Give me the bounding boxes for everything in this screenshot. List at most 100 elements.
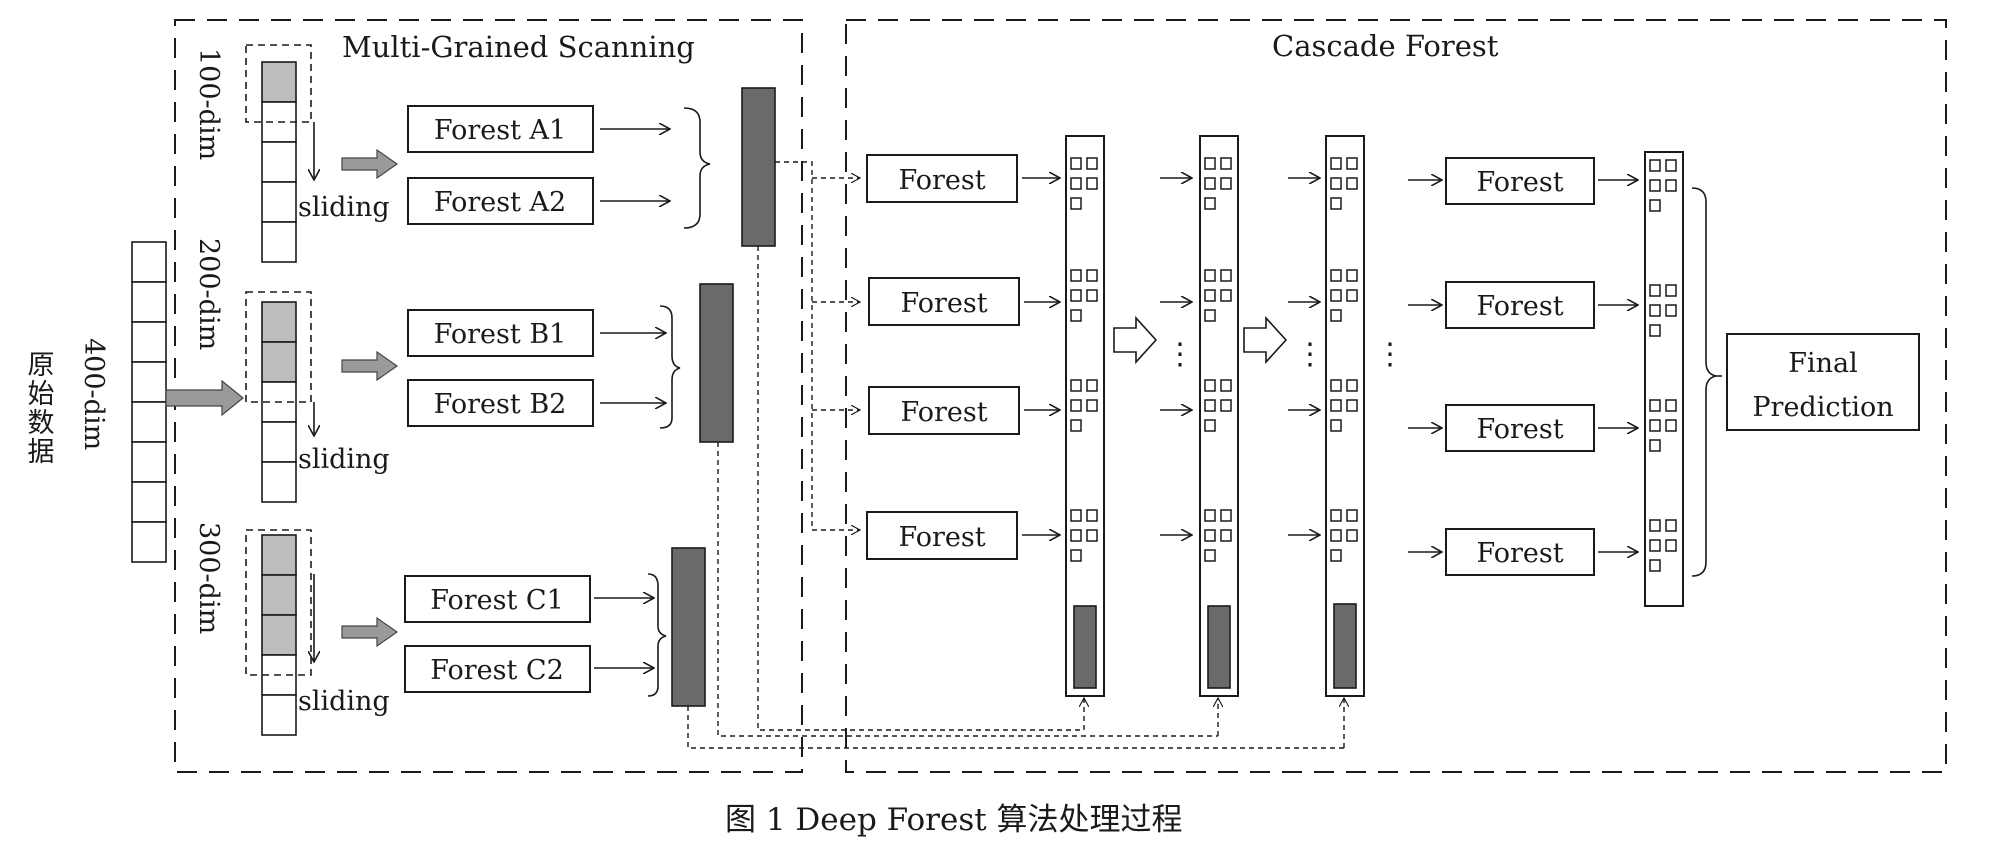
window3-sliding: sliding [298, 686, 390, 717]
class-square [1330, 157, 1342, 170]
window2-sliding: sliding [298, 444, 390, 475]
ellipsis-3: ⋮ [1375, 337, 1405, 372]
class-square [1086, 509, 1098, 522]
class-square [1649, 304, 1661, 317]
forest-c1 [404, 575, 591, 623]
forest-a2 [407, 177, 594, 225]
window2-feature-vector [699, 283, 734, 443]
feature-connectors [687, 161, 1344, 749]
class-square [1346, 289, 1358, 302]
final-prediction-box [1726, 333, 1920, 431]
class-square [1665, 159, 1677, 172]
cascade-title: Cascade Forest [1272, 29, 1499, 63]
window1-dim: 100-dim [193, 48, 224, 160]
class-square [1330, 177, 1342, 190]
window1-vector [261, 61, 297, 263]
input-cn-label: 原始数据 [23, 350, 55, 466]
class-square [1070, 157, 1082, 170]
class-square [1070, 269, 1082, 282]
class-square [1204, 177, 1216, 190]
window1-feature-vector [741, 87, 776, 247]
input-vector [131, 241, 167, 563]
class-square [1204, 419, 1216, 432]
class-square [1220, 289, 1232, 302]
window1-arrow-icon [341, 148, 399, 180]
class-square [1649, 399, 1661, 412]
class-square [1665, 519, 1677, 532]
class-square [1070, 309, 1082, 322]
forest-b1-label: Forest B1 [434, 319, 567, 350]
final-brace [1691, 187, 1717, 577]
window1-sliding: sliding [298, 192, 390, 223]
class-square [1665, 284, 1677, 297]
class-square [1086, 289, 1098, 302]
class-square [1330, 549, 1342, 562]
window2-arrow-icon [341, 350, 399, 382]
window2-scan [245, 291, 312, 403]
class-square [1330, 197, 1342, 210]
forest-c1-label: Forest C1 [430, 585, 564, 616]
class-square [1330, 419, 1342, 432]
class-square [1204, 269, 1216, 282]
class-square [1204, 157, 1216, 170]
class-square [1665, 419, 1677, 432]
class-square [1649, 559, 1661, 572]
class-square [1204, 529, 1216, 542]
multi-grained-title: Multi-Grained Scanning [342, 30, 695, 64]
window2-dim: 200-dim [193, 238, 224, 350]
class-square [1220, 399, 1232, 412]
cascade-forest-2 [868, 277, 1020, 326]
last-forest-1 [1445, 157, 1595, 205]
cascade-forest-3 [868, 386, 1020, 435]
class-square [1330, 289, 1342, 302]
class-square [1086, 379, 1098, 392]
forest-b2-label: Forest B2 [434, 389, 567, 420]
class-square [1330, 379, 1342, 392]
class-square [1330, 399, 1342, 412]
class-square [1346, 509, 1358, 522]
window3-feature-vector [671, 547, 706, 707]
class-square [1086, 157, 1098, 170]
class-square [1204, 197, 1216, 210]
class-square [1330, 309, 1342, 322]
cascade-forest-4-label: Forest [898, 522, 985, 553]
window3-dim: 300-dim [193, 522, 224, 634]
class-square [1204, 309, 1216, 322]
class-square [1070, 419, 1082, 432]
class-square [1070, 549, 1082, 562]
cascade-forest-1 [866, 154, 1018, 203]
class-square [1070, 509, 1082, 522]
class-square [1649, 324, 1661, 337]
cascade-forest-1-label: Forest [898, 165, 985, 196]
forest-a1 [407, 105, 594, 153]
class-square [1070, 529, 1082, 542]
class-square [1086, 269, 1098, 282]
forest-c2-label: Forest C2 [430, 655, 564, 686]
class-square [1220, 509, 1232, 522]
last-forest-4-label: Forest [1476, 538, 1563, 569]
cascade-forest-2-label: Forest [900, 288, 987, 319]
last-forest-3 [1445, 404, 1595, 452]
class-square [1665, 304, 1677, 317]
class-square [1204, 549, 1216, 562]
class-square [1346, 379, 1358, 392]
forest-a2-label: Forest A2 [434, 187, 566, 218]
forest-b1 [407, 309, 594, 357]
input-arrow-icon [165, 379, 244, 417]
class-square [1649, 284, 1661, 297]
class-square [1220, 157, 1232, 170]
class-square [1665, 179, 1677, 192]
class-square [1346, 157, 1358, 170]
class-square [1220, 379, 1232, 392]
last-forest-4 [1445, 528, 1595, 576]
last-forest-2-label: Forest [1476, 291, 1563, 322]
forest-c2 [404, 645, 591, 693]
class-square [1204, 509, 1216, 522]
last-forest-2 [1445, 281, 1595, 329]
class-square [1070, 399, 1082, 412]
class-square [1070, 197, 1082, 210]
cascade-column-final [1644, 151, 1684, 607]
ellipsis-1: ⋮ [1165, 337, 1195, 372]
class-square [1330, 529, 1342, 542]
